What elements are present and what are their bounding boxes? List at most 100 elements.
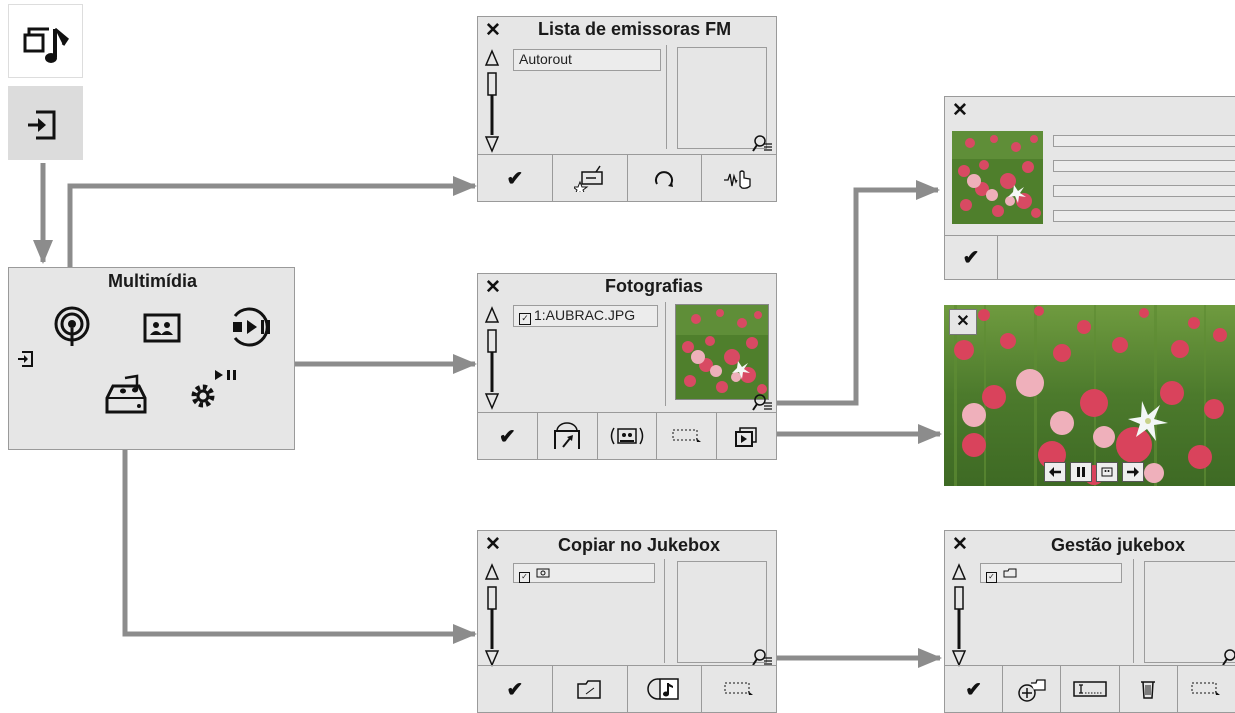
- checkbox-icon[interactable]: ✓: [986, 572, 997, 583]
- arrow-info-to-photo-info: [770, 180, 940, 406]
- folder-icon: [576, 680, 601, 699]
- refresh-button[interactable]: [626, 155, 702, 201]
- close-icon[interactable]: ✕: [485, 277, 501, 298]
- radio-icon[interactable]: [52, 304, 92, 348]
- check-icon: ✔: [965, 678, 982, 701]
- info-preview: [1144, 561, 1235, 663]
- toolbar-empty: [998, 236, 1235, 279]
- slideshow-toggle-button[interactable]: [1096, 462, 1118, 482]
- rename-icon: [1073, 681, 1107, 697]
- station-item[interactable]: Autorout: [513, 49, 661, 71]
- rotate-photo-icon: [554, 422, 581, 449]
- preset-radio-button[interactable]: [551, 155, 627, 201]
- arrow-right-icon: [1127, 467, 1139, 477]
- music-file-button[interactable]: [626, 666, 702, 712]
- radio-preset-icon: [573, 165, 603, 192]
- info-field-3: [1053, 185, 1235, 197]
- media-player-icon[interactable]: [227, 306, 283, 348]
- touch-sound-button[interactable]: [701, 155, 776, 201]
- fullscreen-photo-icon: [734, 427, 757, 447]
- photos-icon[interactable]: [143, 313, 181, 345]
- toolbar: ✔: [478, 665, 776, 712]
- photos-screen: ✕ Fotografias ✓1:AUBRAC.JPG ✔: [477, 273, 777, 460]
- photos-title: Fotografias: [605, 276, 704, 296]
- close-icon[interactable]: ✕: [485, 534, 501, 555]
- close-icon[interactable]: ✕: [485, 20, 501, 41]
- rename-button[interactable]: [1060, 666, 1118, 712]
- select-all-button[interactable]: [656, 413, 716, 459]
- confirm-button[interactable]: ✔: [478, 413, 537, 459]
- list-divider: [665, 302, 666, 406]
- info-field-4: [1053, 210, 1235, 222]
- scrollbar[interactable]: [484, 561, 500, 671]
- copy-jukebox-title: Copiar no Jukebox: [558, 535, 721, 555]
- poppy-thumbnail-image: [676, 305, 768, 399]
- arrow-left-icon: [1049, 467, 1061, 477]
- check-icon: ✔: [506, 167, 524, 190]
- fullscreen-button[interactable]: [716, 413, 776, 459]
- media-source-icon: [23, 27, 69, 63]
- checkbox-icon[interactable]: ✓: [519, 572, 530, 583]
- photo-item[interactable]: ✓1:AUBRAC.JPG: [513, 305, 658, 327]
- confirm-button[interactable]: ✔: [478, 155, 552, 201]
- select-all-icon: [672, 429, 701, 442]
- check-icon: ✔: [962, 247, 980, 269]
- trash-icon: [1141, 681, 1156, 699]
- source-input-box[interactable]: [8, 86, 83, 160]
- folder-item[interactable]: ✓: [980, 563, 1122, 583]
- next-button[interactable]: [1122, 462, 1144, 482]
- slideshow-icon: [1101, 467, 1113, 477]
- folder-button[interactable]: [551, 666, 627, 712]
- checkbox-icon[interactable]: ✓: [519, 313, 531, 325]
- close-button[interactable]: ✕: [949, 309, 977, 335]
- jukebox-icon[interactable]: [103, 372, 149, 416]
- previous-button[interactable]: [1044, 462, 1066, 482]
- jukebox-mgmt-title: Gestão jukebox: [1051, 535, 1186, 555]
- info-magnifier-icon[interactable]: [752, 133, 774, 155]
- music-file-icon: [647, 678, 680, 700]
- fm-station-list-screen: ✕ Lista de emissoras FM Autorout ✔: [477, 16, 777, 202]
- touch-sound-icon: [724, 170, 751, 189]
- photo-info-screen: ✕ ✔: [944, 96, 1235, 280]
- select-all-button[interactable]: [701, 666, 776, 712]
- scrollbar[interactable]: [484, 47, 500, 157]
- close-icon[interactable]: ✕: [952, 534, 968, 555]
- info-magnifier-icon[interactable]: [752, 392, 774, 414]
- fm-list-title: Lista de emissoras FM: [538, 19, 732, 39]
- confirm-button[interactable]: ✔: [945, 236, 998, 279]
- close-icon[interactable]: ✕: [952, 100, 968, 121]
- select-all-button[interactable]: [1176, 666, 1235, 712]
- pause-button[interactable]: [1070, 462, 1092, 482]
- new-folder-icon: [1018, 679, 1046, 702]
- refresh-icon: [655, 171, 674, 187]
- copy-to-jukebox-screen: ✕ Copiar no Jukebox ✓ ✔: [477, 530, 777, 713]
- source-exit-icon[interactable]: [17, 350, 35, 368]
- scrollbar[interactable]: [484, 304, 500, 414]
- check-icon: ✔: [506, 678, 524, 701]
- info-magnifier-icon[interactable]: [1222, 647, 1235, 669]
- scrollbar[interactable]: [951, 561, 967, 671]
- photo-thumbnail: [675, 304, 769, 400]
- pause-icon: [1077, 467, 1085, 477]
- menu-title: Multimídia: [108, 271, 197, 291]
- music-file-item[interactable]: ✓: [513, 563, 655, 583]
- confirm-button[interactable]: ✔: [945, 666, 1002, 712]
- rotate-photo-button[interactable]: [536, 413, 597, 459]
- folder-icon: [1003, 568, 1017, 578]
- delete-button[interactable]: [1118, 666, 1177, 712]
- info-magnifier-icon[interactable]: [752, 647, 774, 669]
- check-icon: ✔: [499, 425, 516, 448]
- info-preview: [677, 47, 767, 149]
- select-all-icon: [1191, 682, 1221, 695]
- list-divider: [666, 45, 667, 149]
- toolbar: ✔: [478, 412, 776, 459]
- info-preview: [677, 561, 767, 663]
- confirm-button[interactable]: ✔: [478, 666, 552, 712]
- photo-info-thumbnail: [952, 131, 1043, 224]
- new-folder-button[interactable]: [1002, 666, 1060, 712]
- settings-icon[interactable]: [185, 368, 245, 414]
- slideshow-button[interactable]: [596, 413, 657, 459]
- media-source-box[interactable]: [8, 4, 83, 78]
- jukebox-management-screen: ✕ Gestão jukebox ✓ ✔: [944, 530, 1235, 713]
- poppy-thumbnail-image: [952, 131, 1043, 224]
